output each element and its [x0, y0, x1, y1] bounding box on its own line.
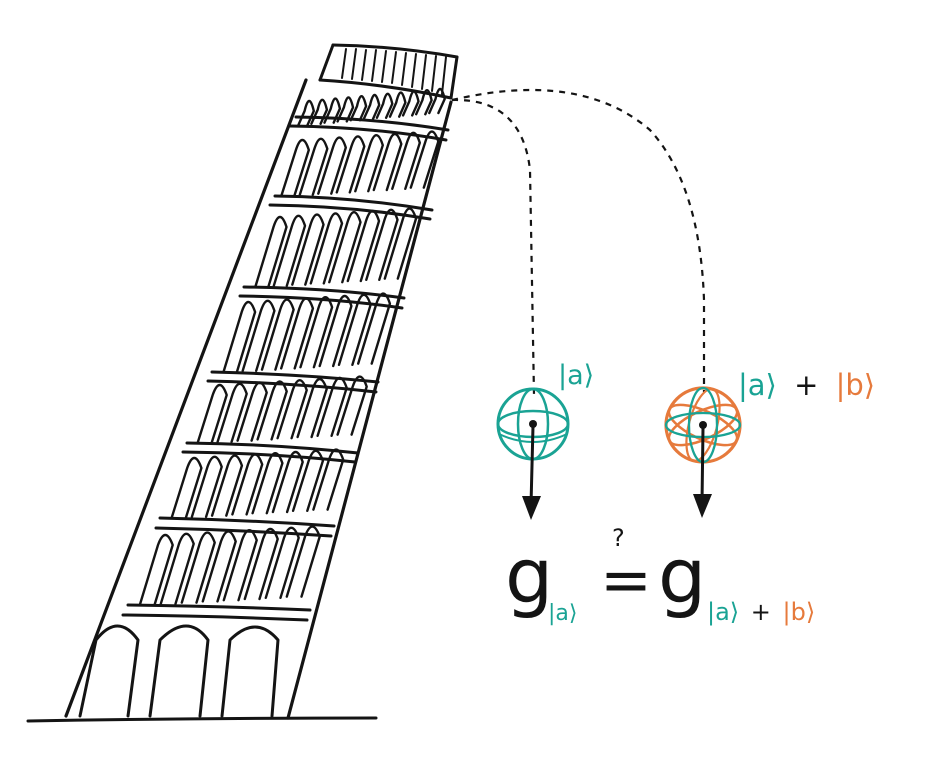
tower-arcades [138, 87, 446, 607]
tower-arch [328, 211, 362, 284]
rhs-subscript: |a⟩ + |b⟩ [707, 598, 815, 626]
rhs-subscript-plus: + [751, 598, 771, 626]
tower-arch [388, 91, 407, 118]
tower-left-wall [64, 78, 308, 718]
tower-arch [272, 214, 307, 287]
tower-arch [222, 529, 258, 602]
tower-arch [346, 209, 381, 283]
tower-arch [312, 448, 345, 511]
tower-arch [260, 298, 295, 371]
tower-arch [216, 382, 248, 443]
tower-arch [299, 296, 334, 369]
tower-arch [316, 376, 348, 437]
tower-arch [309, 212, 344, 285]
tower-arch [391, 131, 421, 190]
equals-sign: = [600, 543, 652, 616]
equivalence-equation: ? g |a⟩ = g |a⟩ + |b⟩ [505, 524, 815, 626]
lhs-g-symbol: g [505, 531, 553, 620]
lhs-subscript: |a⟩ [548, 601, 577, 626]
tower-ground-arches [78, 624, 280, 718]
tower-arch [349, 95, 368, 122]
tower-arch [375, 92, 394, 119]
leaning-tower-drawing [26, 43, 459, 723]
rhs-g-symbol: g [658, 531, 706, 620]
tower-arch [336, 96, 355, 123]
rhs-subscript-ket-a: |a⟩ [707, 598, 739, 626]
tower-arch [276, 378, 308, 440]
tower-arch [415, 89, 433, 116]
tower-arch [264, 526, 300, 599]
tower-arch [159, 532, 195, 605]
tower-arch [236, 381, 268, 442]
tower-arch [138, 533, 174, 607]
tower-arch [190, 455, 223, 518]
tower-arch [383, 207, 418, 280]
tower-arch [271, 450, 304, 514]
teal-sphere-icon [496, 387, 570, 461]
tower-belfry [318, 43, 459, 100]
superposition-label: |a⟩ + |b⟩ [738, 368, 875, 402]
tower-arch [323, 97, 342, 124]
tower-arch [401, 90, 420, 117]
tower-arch [428, 87, 446, 115]
tower-arch [254, 215, 288, 289]
tower-arch [298, 137, 329, 196]
tower-arch [365, 208, 399, 281]
superposition-plus: + [794, 368, 818, 402]
superposition-ket-b: |b⟩ [836, 368, 876, 402]
tower-arch [210, 454, 244, 517]
ket-a-label: |a⟩ [558, 360, 594, 391]
tower-arch [280, 297, 315, 370]
tower-arch [372, 132, 403, 192]
tower-arch [291, 449, 325, 512]
tower-arch [296, 377, 328, 439]
tower-arch [291, 213, 325, 286]
tower-arch [180, 531, 216, 604]
tower-arch [409, 130, 440, 189]
down-arrow-icon [522, 424, 541, 520]
superposition-ket-a: |a⟩ [738, 368, 777, 402]
tower-arch [362, 93, 381, 121]
tower-arch [317, 136, 347, 195]
trajectory-to-superposition [451, 88, 706, 392]
tower-arch [310, 98, 329, 125]
trajectory-to-a [451, 98, 536, 396]
rhs-subscript-ket-b: |b⟩ [783, 598, 816, 626]
tower-right-wall [286, 100, 453, 720]
tower-arch [336, 375, 368, 436]
tower-arch [231, 453, 264, 516]
fall-trajectories [451, 88, 706, 396]
tower-arch [280, 138, 310, 198]
tower-arch [354, 134, 384, 193]
tower-arch [251, 451, 284, 515]
tower-arch [297, 99, 315, 127]
tower-arch [318, 294, 353, 368]
tower-arch [256, 380, 288, 441]
tower-arch [285, 525, 321, 598]
tower-arch [196, 383, 228, 445]
tower-arch [337, 293, 372, 366]
down-arrow-icon [693, 426, 712, 518]
tower-arch [201, 530, 237, 603]
tower-arch [241, 299, 276, 372]
question-mark: ? [612, 524, 625, 552]
tower-arch [335, 135, 366, 194]
tower-arch [243, 527, 279, 601]
tower-arch [222, 300, 257, 374]
tower-arch [357, 292, 392, 365]
tower-arch [170, 456, 203, 520]
tower-floor-bands [121, 115, 450, 622]
